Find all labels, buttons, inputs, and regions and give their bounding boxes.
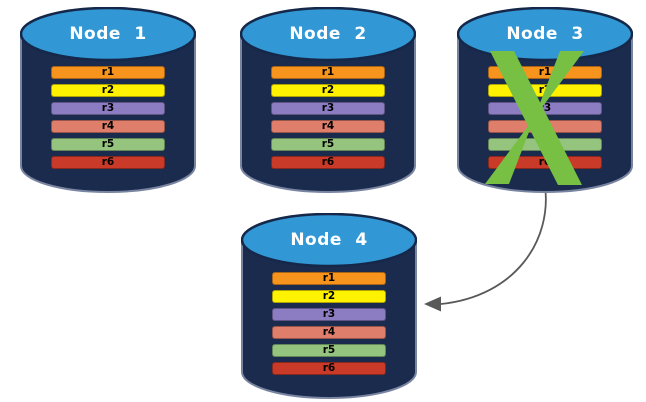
node-2-rows: r1 r2 r3 r4 r5 r6 [271, 66, 385, 169]
node-2-row-r5: r5 [271, 138, 385, 151]
node-1-row-r6: r6 [51, 156, 165, 169]
node-2: Node 2 r1 r2 r3 r4 r5 r6 [240, 7, 416, 193]
node-4: Node 4 r1 r2 r3 r4 r5 r6 [241, 213, 417, 399]
node-1-row-r1: r1 [51, 66, 165, 79]
node-2-title: Node 2 [289, 24, 367, 44]
node-2-row-r4: r4 [271, 120, 385, 133]
failure-x-icon [485, 51, 584, 185]
node-1-row-r2: r2 [51, 84, 165, 97]
node-4-row-r1: r1 [272, 272, 386, 285]
arrow-head-icon [424, 296, 441, 312]
node-3: Node 3 r1 r2 r3 r4 r5 r6 [457, 7, 633, 193]
x-arm-left [490, 51, 582, 185]
node-2-row-r6: r6 [271, 156, 385, 169]
node-2-row-r2: r2 [271, 84, 385, 97]
node-4-row-r2: r2 [272, 290, 386, 303]
node-2-row-r1: r1 [271, 66, 385, 79]
node-1-rows: r1 r2 r3 r4 r5 r6 [51, 66, 165, 169]
cylinder-top [241, 213, 417, 268]
node-4-row-r3: r3 [272, 308, 386, 321]
node-1-row-r5: r5 [51, 138, 165, 151]
node-4-title: Node 4 [290, 230, 368, 250]
node-4-rows: r1 r2 r3 r4 r5 r6 [272, 272, 386, 375]
cylinder-top [240, 7, 416, 62]
node-1-title: Node 1 [69, 24, 147, 44]
node-1-row-r3: r3 [51, 102, 165, 115]
node-1-row-r4: r4 [51, 120, 165, 133]
node-4-row-r4: r4 [272, 326, 386, 339]
cylinder-top [20, 7, 196, 62]
node-3-title: Node 3 [506, 24, 584, 44]
cylinder-top [457, 7, 633, 62]
arrow-curve [440, 185, 547, 305]
node-2-row-r3: r3 [271, 102, 385, 115]
x-arm-right [485, 51, 584, 184]
node-1: Node 1 r1 r2 r3 r4 r5 r6 [20, 7, 196, 193]
node-4-row-r6: r6 [272, 362, 386, 375]
node-4-row-r5: r5 [272, 344, 386, 357]
